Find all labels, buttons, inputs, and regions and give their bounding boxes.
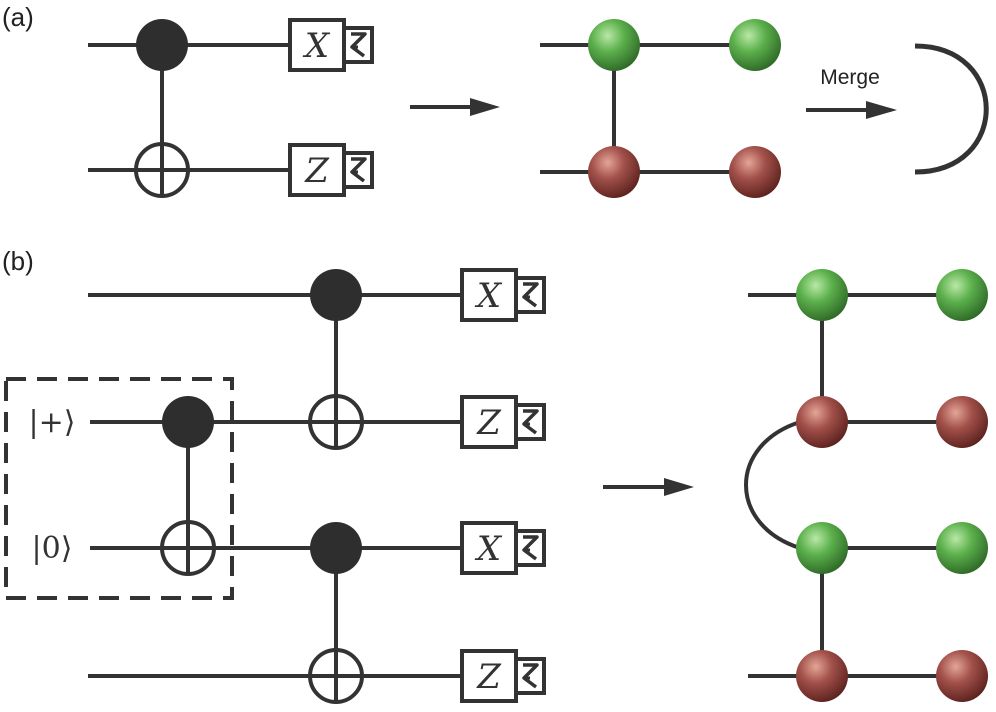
measurement-b-3: X [460, 521, 546, 575]
gate-label: Z [304, 151, 330, 191]
preparation-box [4, 377, 234, 600]
panel-b-label: (b) [2, 246, 34, 276]
cnot-target-icon [134, 142, 190, 198]
meter-icon [522, 409, 539, 435]
graph-node-green [796, 522, 848, 574]
measurement-a-top: X [288, 18, 374, 72]
graph-node-red [936, 650, 988, 702]
merge-label: Merge [820, 66, 880, 89]
arrow-icon [806, 101, 897, 119]
graph-node-green [588, 19, 640, 71]
graph-node-green [936, 269, 988, 321]
meter-icon [522, 282, 539, 308]
control-dot-icon [162, 396, 214, 448]
graph-a [540, 19, 781, 198]
graph-b-curved-edge [744, 420, 801, 550]
circuit-b: |+⟩ |0⟩ X [4, 268, 546, 704]
measurement-b-4: Z [460, 649, 546, 703]
meter-icon [522, 535, 539, 561]
control-dot-icon [310, 269, 362, 321]
circuit-a: X Z [88, 18, 374, 198]
merged-edge [914, 43, 989, 175]
gate-label: Z [476, 403, 502, 443]
arrow-icon [410, 98, 500, 116]
graph-node-red [588, 146, 640, 198]
ket-plus: |+⟩ [29, 405, 76, 440]
graph-node-red [796, 650, 848, 702]
gate-label: X [474, 276, 503, 316]
graph-node-green [729, 19, 781, 71]
cnot-target-icon [160, 520, 216, 576]
meter-icon [350, 32, 367, 58]
panel-a-label: (a) [2, 2, 34, 32]
cnot-target-icon [308, 394, 364, 450]
meter-icon [350, 157, 367, 183]
control-dot-icon [136, 19, 188, 71]
graph-node-green [796, 269, 848, 321]
ket-zero: |0⟩ [32, 531, 73, 566]
arrow-icon [603, 478, 694, 496]
meter-icon [522, 663, 539, 689]
gate-label: Z [476, 657, 502, 697]
measurement-a-bottom: Z [288, 143, 374, 197]
measurement-b-2: Z [460, 395, 546, 449]
graph-node-red [796, 396, 848, 448]
gate-label: X [474, 529, 503, 569]
cnot-target-icon [308, 648, 364, 704]
gate-label: X [302, 26, 331, 66]
graph-node-green [936, 522, 988, 574]
control-dot-icon [310, 522, 362, 574]
graph-node-red [936, 396, 988, 448]
graph-b [744, 269, 988, 702]
graph-node-red [729, 146, 781, 198]
measurement-b-1: X [460, 268, 546, 322]
